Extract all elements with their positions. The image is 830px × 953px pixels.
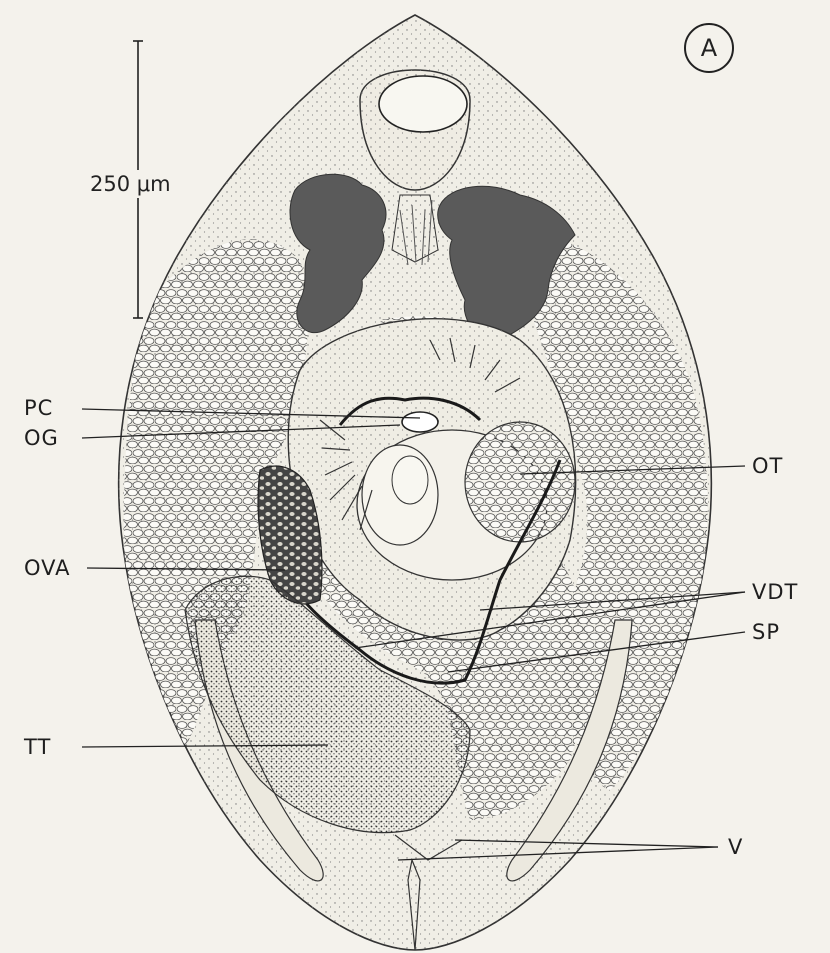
panel-label: A xyxy=(684,23,734,73)
label-v: V xyxy=(728,837,743,858)
oral-gland-ring xyxy=(402,412,438,432)
label-og: OG xyxy=(24,428,59,449)
label-ova: OVA xyxy=(24,558,71,579)
label-sp: SP xyxy=(752,622,780,643)
oral-sucker-opening xyxy=(379,76,467,132)
label-pc: PC xyxy=(24,398,53,419)
testis-oval xyxy=(465,422,575,542)
label-vdt: VDT xyxy=(752,582,798,603)
scale-bar-label: 250 μm xyxy=(88,170,173,198)
label-tt: TT xyxy=(24,737,51,758)
label-ot: OT xyxy=(752,456,783,477)
